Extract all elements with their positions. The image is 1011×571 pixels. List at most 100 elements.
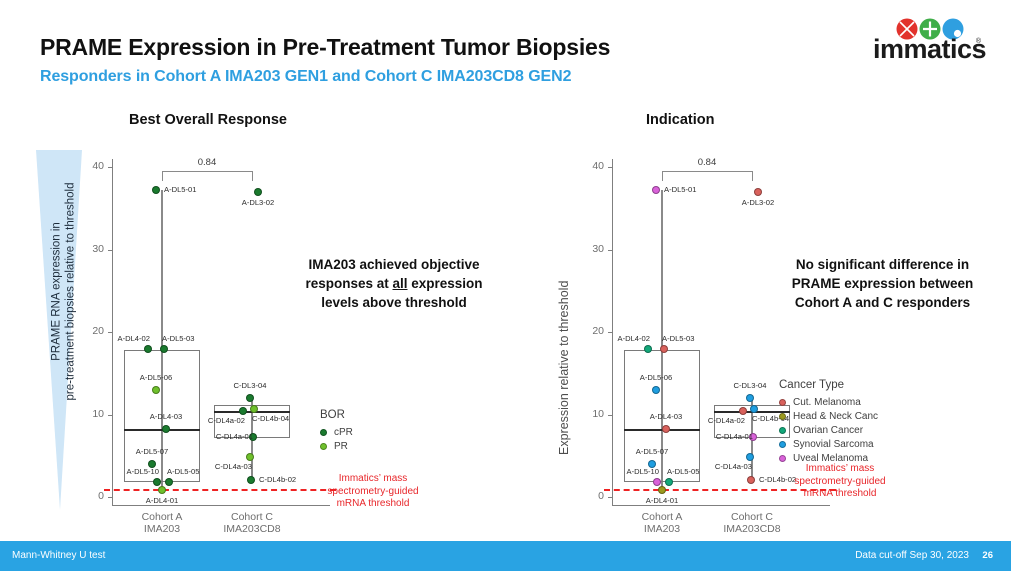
x-category-line-2: IMA203CD8 (223, 523, 281, 535)
data-point (652, 185, 660, 194)
x-category-line-2: IMA203 (643, 523, 681, 535)
data-point (662, 425, 670, 434)
x-category-line-1: Cohort C (230, 511, 273, 523)
legend-item[interactable]: Synovial Sarcoma (779, 438, 897, 451)
data-point (644, 345, 652, 354)
footer-data-cutoff: Data cut-off Sep 30, 2023 (855, 550, 969, 561)
data-point (660, 345, 668, 354)
data-point (246, 452, 254, 461)
data-point-label: C-DL4a-02 (707, 416, 745, 426)
data-point-label: C-DL4a-03 (214, 461, 252, 471)
x-category-line-1: Cohort A (641, 511, 683, 523)
y-axis-tick-label: 20 (92, 325, 104, 338)
legend-item[interactable]: Cut. Melanoma (779, 396, 897, 409)
y-axis-line (112, 159, 114, 505)
data-point (153, 478, 161, 487)
footer-test-name: Mann-Whitney U test (12, 550, 106, 561)
data-point (254, 187, 262, 196)
data-point (152, 385, 160, 394)
legend-item-label: cPR (334, 427, 353, 438)
legend-item[interactable]: Ovarian Cancer (779, 424, 897, 437)
data-point (749, 432, 757, 441)
data-point (652, 385, 660, 394)
legend-item[interactable]: PR (320, 440, 353, 453)
data-point-label: A-DL5-01 (164, 184, 197, 194)
data-point-label: A-DL4-03 (149, 412, 183, 422)
mrna-threshold-line (604, 488, 836, 491)
threshold-note-line: Immatics’ mass (338, 473, 408, 484)
legend-item[interactable]: Head & Neck Canc (779, 410, 897, 423)
data-point-label: A-DL3-02 (741, 197, 775, 207)
immatics-logo: immatics ® (873, 18, 987, 68)
logo-dots-icon (896, 18, 964, 40)
threshold-note-line: Immatics’ mass (805, 463, 875, 474)
footer-page-number: 26 (982, 550, 993, 561)
legend-bor: BOR cPR PR (320, 409, 353, 454)
y-axis-tick (608, 167, 612, 169)
data-point-label: A-DL5-05 (667, 467, 700, 477)
y-axis-tick (608, 497, 612, 498)
data-point-label: A-DL5-10 (626, 467, 660, 477)
y-axis-tick (608, 332, 612, 334)
annotation-right: No significant difference in PRAME expre… (791, 257, 974, 310)
y-axis-tick (108, 167, 112, 169)
data-point-label: C-DL4b-04 (752, 413, 790, 423)
y-axis-tick (108, 414, 112, 416)
axis-caption-text: PRAME RNA expression in pre-treatment bi… (50, 182, 77, 401)
significance-bracket-top (662, 170, 752, 172)
y-axis-tick-label: 30 (92, 242, 104, 255)
x-axis-line (612, 505, 830, 507)
legend-title: BOR (320, 409, 345, 421)
y-axis-label-indication: Expression relative to threshold (557, 280, 571, 455)
legend-item-label: Ovarian Cancer (793, 425, 864, 436)
legend-item[interactable]: cPR (320, 426, 353, 439)
threshold-note-line: spectrometry-guided (794, 475, 886, 487)
y-axis-tick (108, 249, 112, 251)
y-axis-tick-label: 40 (92, 160, 104, 173)
panel-title-best-overall-response: Best Overall Response (129, 112, 287, 128)
data-point-label: A-DL5-05 (167, 467, 200, 477)
y-axis-tick (108, 332, 112, 334)
data-point (739, 407, 747, 416)
data-point (653, 478, 661, 487)
annotation-left: IMA203 achieved objective responses at a… (288, 255, 500, 312)
logo-registered-mark: ® (975, 38, 981, 45)
legend-title: Cancer Type (779, 379, 844, 391)
x-category-line-1: Cohort C (730, 511, 773, 523)
significance-bracket-top (162, 170, 252, 172)
data-point-label: A-DL4-01 (145, 495, 179, 505)
legend-item-label: Head & Neck Canc (793, 411, 879, 422)
significance-bracket-left-tick (662, 170, 663, 181)
data-point (160, 345, 168, 354)
data-point-label: A-DL5-07 (635, 447, 669, 457)
data-point (165, 478, 173, 487)
data-point-label: A-DL5-10 (126, 467, 160, 477)
significance-bracket-right-tick (752, 170, 753, 181)
data-point-label: C-DL3-04 (233, 381, 267, 391)
footer-bar: Mann-Whitney U test Data cut-off Sep 30,… (0, 541, 1011, 571)
page-subtitle: Responders in Cohort A IMA203 GEN1 and C… (40, 68, 572, 85)
data-point (158, 485, 166, 494)
y-axis-tick-label: 30 (592, 242, 604, 255)
annotation-left-part2: expression levels above threshold (321, 276, 483, 310)
data-point (746, 452, 754, 461)
data-point (152, 185, 160, 194)
expression-gradient-triangle: PRAME RNA expression in pre-treatment bi… (36, 150, 82, 510)
data-point-label: A-DL4-02 (117, 334, 151, 344)
legend-color-swatch-icon (320, 429, 327, 436)
data-point (750, 404, 758, 413)
legend-item-label: Uveal Melanoma (793, 453, 869, 464)
threshold-note-line: mRNA threshold (803, 488, 877, 499)
page-title: PRAME Expression in Pre-Treatment Tumor … (40, 34, 611, 60)
annotation-left-part1: IMA203 achieved objective responses at (305, 257, 480, 291)
data-point-label: C-DL4a-03 (714, 461, 752, 471)
panel-title-indication: Indication (646, 112, 715, 128)
legend-item[interactable]: Uveal Melanoma (779, 452, 897, 465)
data-point-label: A-DL3-02 (241, 197, 275, 207)
significance-pvalue-label: 0.84 (197, 156, 217, 168)
y-axis-tick-label: 10 (592, 407, 604, 420)
